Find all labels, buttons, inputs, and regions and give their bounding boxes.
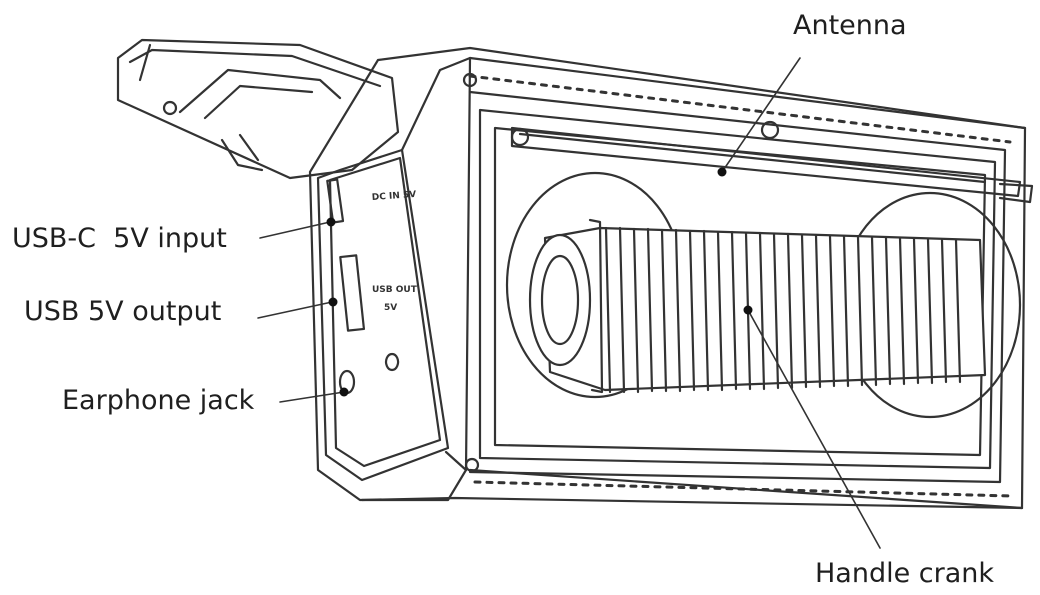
crank-handle bbox=[528, 218, 987, 394]
handle-crank-label: Handle crank bbox=[815, 558, 995, 589]
antenna-rod bbox=[510, 120, 1034, 204]
usb-port bbox=[339, 254, 366, 332]
crank-leader bbox=[747, 309, 881, 549]
leader-dots bbox=[326, 167, 753, 397]
usb-output-label: USB 5V output bbox=[24, 296, 222, 327]
leader-lines bbox=[257, 57, 881, 549]
dc-in-text: DC IN 5V bbox=[372, 190, 417, 203]
earphone-leader bbox=[279, 391, 345, 403]
radio-body bbox=[308, 46, 1027, 510]
usb-c-port bbox=[326, 178, 345, 224]
side-ports: DC IN 5V USB OUT 5V bbox=[326, 178, 418, 395]
antenna-label: Antenna bbox=[793, 10, 907, 41]
usb-leader bbox=[257, 301, 333, 319]
usb-c-leader bbox=[259, 221, 331, 239]
side-panel bbox=[316, 148, 450, 482]
usb-c-input-label: USB-C 5V input bbox=[12, 223, 227, 254]
usb-out-5v-text: 5V bbox=[384, 303, 397, 313]
antenna-leader bbox=[721, 57, 801, 173]
front-frame bbox=[468, 90, 1007, 484]
earphone-jack-label: Earphone jack bbox=[62, 385, 255, 416]
usb-out-text: USB OUT bbox=[372, 285, 418, 295]
carry-handle bbox=[116, 38, 400, 180]
